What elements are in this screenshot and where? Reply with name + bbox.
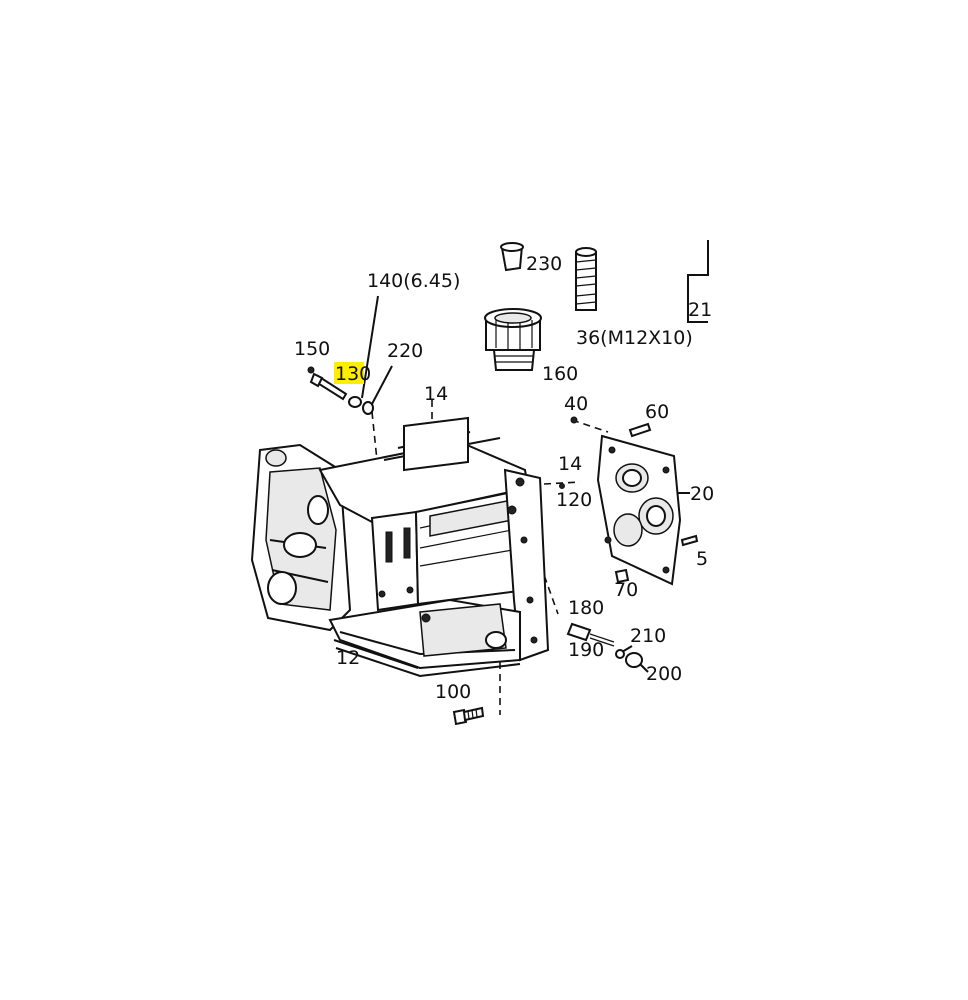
callout-180: 180 (568, 597, 604, 619)
part-160-plug: 160 (484, 308, 578, 385)
callout-230: 230 (526, 253, 562, 275)
part-12-housing: 12 (250, 416, 550, 678)
callout-220: 220 (387, 340, 423, 362)
callout-12: 12 (336, 647, 360, 669)
reference-frame-21: 21 (687, 240, 712, 323)
callout-160: 160 (542, 363, 578, 385)
callout-140: 140(6.45) (367, 270, 460, 292)
highlight-130 (334, 362, 364, 384)
callout-100: 100 (435, 681, 471, 703)
callout-130: 130 (335, 363, 371, 385)
callout-14-top: 14 (424, 383, 448, 405)
callout-20: 20 (690, 483, 714, 505)
callout-60: 60 (645, 401, 669, 423)
callout-190: 190 (568, 639, 604, 661)
callout-14-right: 14 (558, 453, 582, 475)
callout-5: 5 (696, 548, 708, 570)
part-230-cap: 230 (500, 242, 562, 275)
part-100-bolt: 100 (435, 681, 485, 726)
leader-lines-top-left: 140(6.45) 220 150 (294, 270, 460, 405)
callout-120: 120 (556, 489, 592, 511)
part-36-stud: 36(M12X10) (575, 247, 693, 349)
callout-36: 36(M12X10) (576, 327, 693, 349)
parts-180-210: 180 190 210 200 (566, 597, 682, 685)
callout-150: 150 (294, 338, 330, 360)
callout-40: 40 (564, 393, 588, 415)
callout-21: 21 (688, 299, 712, 321)
part-cover-plate: 40 60 20 5 70 (564, 393, 714, 601)
callout-70: 70 (614, 579, 638, 601)
part-130-bolt: 130 (307, 362, 374, 415)
callout-200: 200 (646, 663, 682, 685)
callout-210: 210 (630, 625, 666, 647)
callouts-14-120: 14 120 (556, 453, 592, 511)
